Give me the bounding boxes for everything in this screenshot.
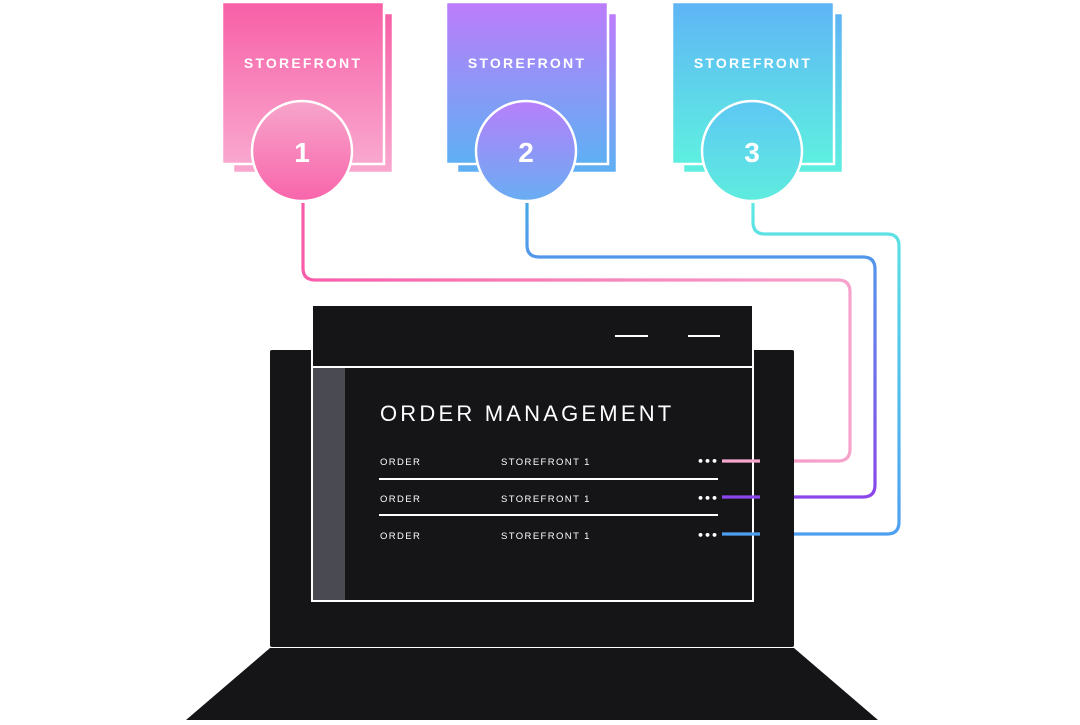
connector-line-1 — [301, 203, 852, 463]
storefront-label-2: STOREFRONT — [468, 55, 586, 71]
storefront-card-3: STOREFRONT 3 — [670, 0, 845, 203]
row-source: STOREFRONT 1 — [501, 457, 591, 468]
row-menu-icon[interactable]: ••• — [697, 455, 718, 468]
storefront-number-3: 3 — [744, 137, 760, 168]
window-frame — [311, 304, 754, 602]
table-row[interactable]: ORDER STOREFRONT 1 ••• — [380, 529, 718, 542]
row-type: ORDER — [380, 457, 421, 468]
connector-line-3 — [722, 203, 901, 536]
table-row[interactable]: ORDER STOREFRONT 1 ••• — [380, 455, 718, 468]
row-type: ORDER — [380, 494, 421, 505]
storefront-number-badge-2 — [474, 99, 578, 203]
storefront-number-2: 2 — [518, 137, 534, 168]
storefront-number-badge-3 — [700, 99, 804, 203]
row-menu-icon[interactable]: ••• — [697, 529, 718, 542]
storefront-label-1: STOREFRONT — [244, 55, 362, 71]
row-source: STOREFRONT 1 — [501, 531, 591, 542]
storefront-number-badge-1 — [250, 99, 354, 203]
order-management-window: ORDER MANAGEMENT ORDER STOREFRONT 1 ••• … — [311, 304, 754, 602]
laptop-base — [186, 648, 878, 720]
row-menu-icon[interactable]: ••• — [697, 492, 718, 505]
storefront-label-3: STOREFRONT — [694, 55, 812, 71]
window-title: ORDER MANAGEMENT — [380, 401, 674, 426]
window-sidebar — [313, 368, 345, 600]
connector-line-2 — [525, 203, 877, 499]
storefront-card-2: STOREFRONT 2 — [444, 0, 619, 203]
table-row[interactable]: ORDER STOREFRONT 1 ••• — [380, 492, 718, 505]
row-type: ORDER — [380, 531, 421, 542]
storefront-number-1: 1 — [294, 137, 310, 168]
row-source: STOREFRONT 1 — [501, 494, 591, 505]
storefront-card-1: STOREFRONT 1 — [220, 0, 395, 203]
